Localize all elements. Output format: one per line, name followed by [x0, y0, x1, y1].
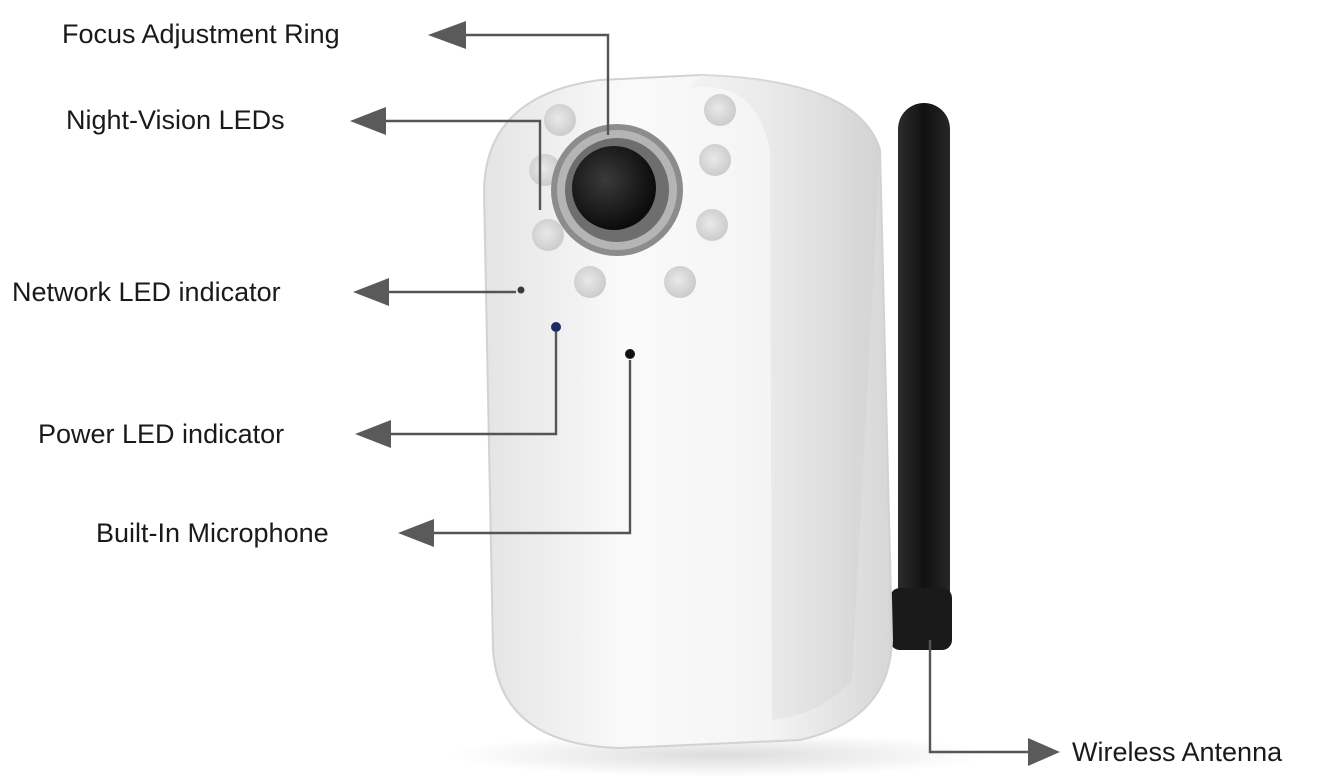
night-vision-leader [385, 119, 542, 210]
microphone-arrow [398, 519, 434, 547]
microphone-leader [433, 360, 632, 535]
power-led-dot [551, 322, 561, 332]
antenna-arrow [1028, 738, 1060, 766]
network-led-arrow [353, 278, 389, 306]
network-led-dot [517, 286, 525, 294]
label-focus-adjustment-ring: Focus Adjustment Ring [62, 19, 340, 49]
night-vision-leds [529, 94, 736, 298]
label-night-vision-leds: Night-Vision LEDs [66, 105, 285, 135]
microphone-dot [625, 349, 635, 359]
power-led-arrow [355, 420, 391, 448]
power-led-leader [390, 332, 558, 436]
focus-adjustment-ring [551, 124, 683, 256]
antenna-leader [928, 640, 1030, 754]
label-network-led-indicator: Network LED indicator [12, 277, 281, 307]
label-built-in-microphone: Built-In Microphone [96, 518, 329, 548]
label-power-led-indicator: Power LED indicator [38, 419, 284, 449]
wireless-antenna [890, 103, 952, 650]
night-vision-arrow [350, 107, 386, 135]
focus-ring-leader [465, 33, 610, 135]
label-wireless-antenna: Wireless Antenna [1072, 737, 1283, 767]
focus-ring-arrow [428, 21, 466, 49]
